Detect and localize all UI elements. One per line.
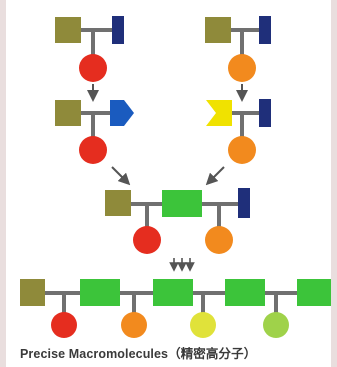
green-block bbox=[225, 279, 265, 306]
red-sphere bbox=[133, 226, 161, 254]
blue-arrowhead-group bbox=[110, 100, 134, 126]
dimer bbox=[105, 188, 250, 254]
green-block-partial bbox=[297, 279, 331, 306]
yellow-notch-group bbox=[206, 100, 232, 126]
olive-block bbox=[55, 17, 81, 43]
navy-cap bbox=[238, 188, 250, 218]
olive-block bbox=[55, 100, 81, 126]
activated-monomer-right bbox=[206, 99, 271, 164]
green-block bbox=[80, 279, 120, 306]
orange-sphere bbox=[228, 136, 256, 164]
red-sphere bbox=[79, 54, 107, 82]
olive-block bbox=[205, 17, 231, 43]
activated-monomer-left bbox=[55, 100, 134, 164]
diagonal-arrow-icon bbox=[205, 166, 225, 186]
orange-sphere bbox=[121, 312, 147, 338]
navy-cap bbox=[259, 16, 271, 44]
precise-macromolecule-chain bbox=[20, 279, 331, 338]
lemon-sphere bbox=[190, 312, 216, 338]
lime-sphere bbox=[263, 312, 289, 338]
navy-cap bbox=[259, 99, 271, 127]
red-sphere bbox=[79, 136, 107, 164]
navy-cap bbox=[112, 16, 124, 44]
diagram-caption: Precise Macromolecules（精密高分子） bbox=[20, 347, 257, 361]
green-block bbox=[153, 279, 193, 306]
monomer-orange-top-right bbox=[205, 16, 271, 82]
red-sphere bbox=[51, 312, 77, 338]
green-block bbox=[162, 190, 202, 217]
olive-block bbox=[20, 279, 45, 306]
monomer-red-top-left bbox=[55, 16, 124, 82]
olive-block bbox=[105, 190, 131, 216]
orange-sphere bbox=[205, 226, 233, 254]
diagonal-arrow-icon bbox=[111, 166, 131, 186]
orange-sphere bbox=[228, 54, 256, 82]
triple-down-arrow-icon bbox=[169, 258, 195, 272]
